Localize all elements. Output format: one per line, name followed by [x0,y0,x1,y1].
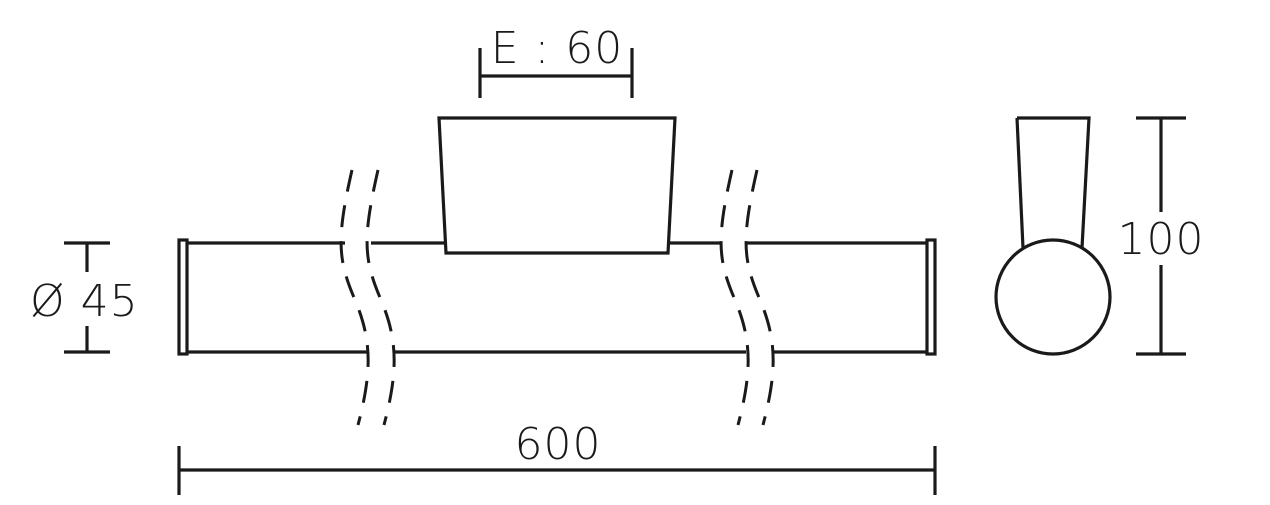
tube-end-cap-left [177,238,189,356]
break-line-right-a [719,169,750,426]
break-mark-left [339,169,396,426]
side-arm-outline [1015,116,1091,249]
break-line-left-b [365,169,396,426]
break-mark-right [719,169,775,426]
tube-end-cap-right [925,238,937,356]
dimension-diameter: Ø 45 [30,241,139,354]
dim-diameter-label: Ø 45 [30,276,139,327]
front-view: E : 60 Ø 45 600 [30,23,937,495]
canopy-outline [437,116,677,255]
dimension-length: 600 [177,419,937,495]
dim-height-label: 100 [1118,214,1205,265]
side-tube-circle [994,238,1112,356]
tube-body [177,238,937,356]
side-view: 100 [994,116,1205,356]
dimension-height: 100 [1118,116,1205,356]
dim-canopy-label: E : 60 [491,23,624,74]
dimension-canopy: E : 60 [478,23,634,98]
break-line-right-b [744,169,775,426]
dim-length-label: 600 [515,419,602,470]
break-line-left-a [339,169,370,426]
